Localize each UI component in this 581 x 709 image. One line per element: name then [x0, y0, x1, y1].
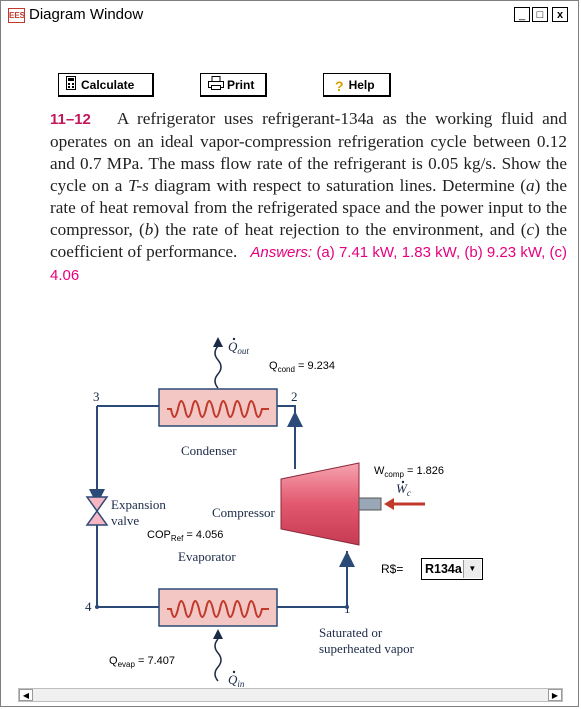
help-button[interactable]: ? Help [323, 73, 391, 97]
state-2-label: 2 [291, 389, 298, 404]
work-dot [401, 480, 405, 484]
scroll-right-icon[interactable]: ▶ [548, 689, 562, 701]
evaporator-coil [167, 600, 269, 618]
close-button[interactable]: x [552, 7, 568, 22]
problem-text-a: A refrigerator uses refrigerant-134a as … [50, 109, 567, 195]
refrigeration-cycle-diagram: Condenser Evaporator Qout Qin Expansion … [85, 337, 444, 689]
evaporator-label: Evaporator [178, 549, 236, 564]
problem-statement: 11–12 A refrigerator uses refrigerant-13… [50, 108, 567, 287]
compressor-shaft [358, 497, 382, 511]
q-out-arrow-head [213, 337, 223, 347]
print-button[interactable]: Print [200, 73, 267, 97]
q-out-label: Qout [228, 339, 249, 356]
compressor-label: Compressor [212, 505, 276, 520]
work-arrow-head [384, 498, 394, 510]
saturated-label-2: superheated vapor [319, 641, 415, 656]
window-title: Diagram Window [29, 6, 144, 23]
calculator-icon [66, 75, 76, 97]
condenser-box [158, 388, 278, 427]
pipe-1-compressor [277, 551, 348, 608]
expansion-label-1: Expansion [111, 497, 166, 512]
condenser-coil [167, 400, 269, 418]
problem-text-d: ) the rate of heat rejection to the envi… [153, 220, 527, 239]
q-out-arrow [214, 345, 222, 389]
state-4-dot [95, 605, 99, 609]
help-label: Help [348, 78, 375, 92]
ees-app-icon: EES [8, 8, 25, 23]
condenser-label: Condenser [181, 443, 237, 458]
print-label: Print [227, 78, 255, 92]
w-comp-value: Wcomp = 1.826 [374, 465, 444, 479]
problem-text-c: ) the rate of heat removal from the refr… [50, 176, 567, 239]
horizontal-scrollbar[interactable]: ◀ ▶ [18, 688, 563, 702]
expansion-label-2: valve [111, 513, 139, 528]
problem-ts: T-s [128, 176, 149, 195]
problem-text-b: diagram with respect to saturation lines… [148, 176, 527, 195]
state-1-dot [345, 605, 349, 609]
evaporator-box [158, 588, 278, 627]
expansion-valve [85, 496, 109, 526]
calculate-label: Calculate [81, 78, 135, 92]
condenser: Condenser [158, 388, 278, 458]
q-cond-value: Qcond = 9.234 [269, 360, 335, 374]
refrigerant-label: R$= [381, 562, 404, 576]
calculate-button[interactable]: Calculate [58, 73, 154, 97]
help-icon: ? [335, 77, 344, 94]
printer-icon [208, 75, 224, 97]
refrigerant-value: R134a [425, 562, 462, 576]
state-4-label: 4 [85, 599, 92, 614]
title-bar[interactable]: EES Diagram Window _ □ x [2, 2, 577, 28]
answer-b: 1.83 kW, (b) 9.23 kW, (c) 4.06 [50, 244, 568, 284]
problem-part-b: b [144, 220, 154, 239]
compressor-body [280, 462, 360, 546]
scroll-left-icon[interactable]: ◀ [19, 689, 33, 701]
maximize-button[interactable]: □ [532, 7, 548, 22]
work-label: Wc [396, 481, 411, 498]
problem-part-c: c [526, 220, 535, 239]
pipe-2-compressor [277, 405, 296, 469]
minimize-button[interactable]: _ [514, 7, 530, 22]
q-evap-value: Qevap = 7.407 [109, 655, 175, 669]
q-out-dot [232, 337, 236, 341]
evaporator: Evaporator [158, 549, 278, 627]
q-in-label: Qin [228, 672, 245, 689]
answers-label: Answers: [250, 244, 313, 261]
problem-part-a: a [526, 176, 535, 195]
q-in-arrow [214, 638, 222, 682]
answer-a: (a) 7.41 kW, [316, 244, 398, 261]
q-in-arrow-head [213, 629, 223, 639]
refrigerant-select[interactable]: R134a ▼ [421, 558, 483, 580]
saturated-label-1: Saturated or [319, 625, 383, 640]
state-3-label: 3 [93, 389, 100, 404]
problem-text-e: ) the coefficient of performance. [50, 220, 567, 261]
cop-value: COPRef = 4.056 [147, 529, 223, 543]
q-in-dot [232, 670, 236, 674]
chevron-down-icon[interactable]: ▼ [462, 560, 481, 578]
problem-number: 11–12 [50, 111, 91, 128]
